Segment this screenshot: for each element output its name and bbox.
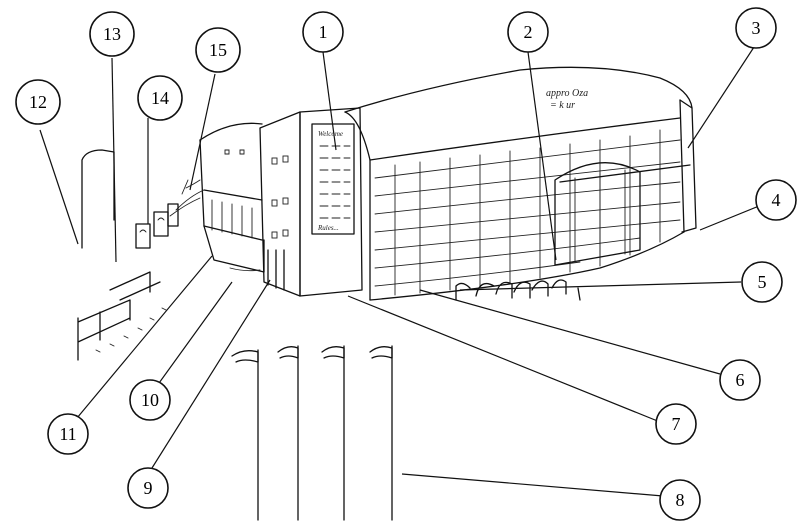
callout-3: 3 (735, 7, 777, 49)
svg-text:9: 9 (144, 478, 153, 498)
svg-text:12: 12 (29, 92, 47, 112)
roof-writing-line2: = k ur (550, 100, 575, 111)
sign-top-text: Welcome (318, 130, 343, 138)
svg-text:15: 15 (209, 40, 227, 60)
banner-sign-2 (153, 211, 169, 237)
banner-sign-1 (135, 223, 151, 249)
callout-10: 10 (129, 379, 171, 421)
callout-14: 14 (137, 75, 183, 121)
arena-building: appro Oza = k ur (344, 66, 697, 301)
svg-text:5: 5 (758, 272, 767, 292)
svg-text:14: 14 (151, 88, 169, 108)
callout-12: 12 (15, 79, 61, 125)
entrance-sign (311, 123, 355, 235)
street-furniture (77, 149, 179, 361)
callout-13: 13 (89, 11, 135, 57)
callout-5: 5 (741, 261, 783, 303)
svg-text:6: 6 (736, 370, 745, 390)
callout-11: 11 (47, 413, 89, 455)
svg-text:2: 2 (524, 22, 533, 42)
callout-6: 6 (719, 359, 761, 401)
sign-bottom-text: Rules... (317, 224, 339, 232)
callout-8: 8 (659, 479, 701, 521)
brick-pattern (374, 129, 681, 296)
flag-poles (231, 345, 393, 521)
svg-text:11: 11 (59, 424, 76, 444)
callout-4: 4 (755, 179, 797, 221)
entrance-tower: Welcome Rules... (259, 107, 363, 297)
callout-2: 2 (507, 11, 549, 53)
callout-15: 15 (195, 27, 241, 73)
leader-lines (39, 43, 765, 497)
svg-text:7: 7 (672, 414, 681, 434)
svg-text:10: 10 (141, 390, 159, 410)
callout-9: 9 (127, 467, 169, 509)
concourse-wing (169, 122, 265, 273)
callout-7: 7 (655, 403, 697, 445)
svg-text:13: 13 (103, 24, 121, 44)
svg-text:3: 3 (752, 18, 761, 38)
callout-1: 1 (302, 11, 344, 53)
roof-writing-line1: appro Oza (546, 88, 588, 99)
svg-text:4: 4 (772, 190, 781, 210)
svg-text:1: 1 (319, 22, 328, 42)
svg-text:8: 8 (676, 490, 685, 510)
